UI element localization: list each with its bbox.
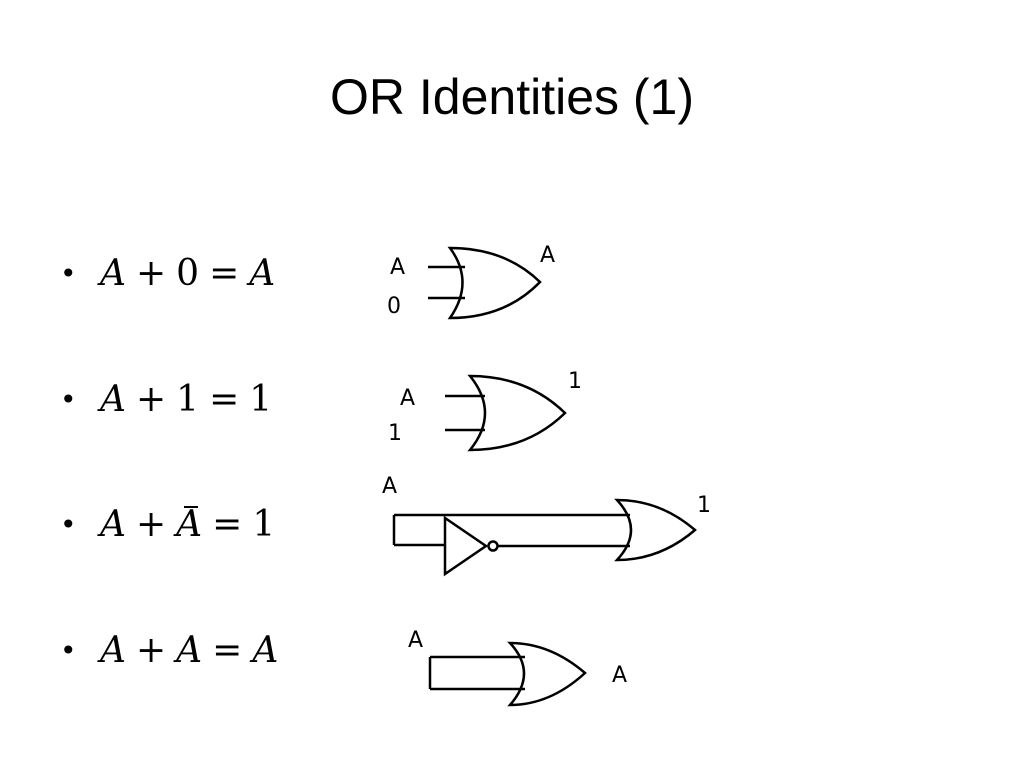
equation-lhs: A (100, 503, 126, 545)
or-gate-symbol (467, 374, 567, 452)
equation-equals: = (212, 503, 243, 545)
bullet-marker: • (60, 382, 77, 416)
equation-result: A (252, 629, 279, 671)
gate-input-label: A (408, 628, 423, 653)
bullet-marker: • (60, 633, 77, 667)
equation-plus: + (136, 629, 167, 671)
gate-input-label: A (382, 474, 397, 499)
bullet-item: • A + A = 1 (60, 496, 275, 552)
gate-output-label: 1 (568, 369, 582, 394)
gate-output-label: 1 (697, 493, 711, 518)
equation: A + 0 = A (100, 253, 275, 294)
equation-rhs: 1 (176, 378, 200, 420)
or-gate-symbol (447, 246, 542, 320)
equation-rhs-complement: A (176, 503, 203, 545)
equation: A + 1 = 1 (100, 379, 272, 420)
equation-lhs: A (100, 378, 126, 420)
bullet-marker: • (60, 507, 77, 541)
equation-rhs: A (176, 629, 203, 671)
bullet-item: • A + 1 = 1 (60, 371, 272, 427)
equation: A + A = 1 (100, 504, 275, 545)
equation-result: 1 (249, 378, 273, 420)
bullet-item: • A + 0 = A (60, 245, 275, 301)
or-gate-symbol (614, 498, 697, 562)
gate-input-label: A (400, 386, 415, 411)
equation-lhs: A (100, 252, 126, 294)
equation-result: A (249, 252, 276, 294)
equation-equals: = (212, 629, 243, 671)
or-gate-symbol (507, 641, 587, 707)
bullet-marker: • (60, 256, 77, 290)
or-gate-1: A 0 A (387, 243, 555, 320)
equation-plus: + (136, 503, 167, 545)
equation-plus: + (136, 252, 167, 294)
equation-rhs: 0 (176, 252, 200, 294)
equation-plus: + (136, 378, 167, 420)
equation-result: 1 (252, 503, 276, 545)
gate-output-label: A (612, 663, 627, 688)
not-gate-bubble (487, 540, 499, 552)
gate-input-label: 1 (388, 421, 402, 446)
equation-equals: = (209, 252, 240, 294)
equation-equals: = (209, 378, 240, 420)
equation-lhs: A (100, 629, 126, 671)
or-gate-4: A A (408, 628, 627, 707)
or-gate-2: A 1 1 (388, 369, 582, 452)
bullet-item: • A + A = A (60, 622, 278, 678)
gate-input-label: A (390, 255, 405, 280)
equation: A + A = A (100, 630, 278, 671)
not-gate-symbol (443, 515, 489, 577)
gate-input-label: 0 (387, 294, 401, 319)
or-gate-3: A 1 (382, 474, 711, 577)
gate-output-label: A (540, 243, 555, 268)
slide-title: OR Identities (1) (329, 69, 694, 125)
